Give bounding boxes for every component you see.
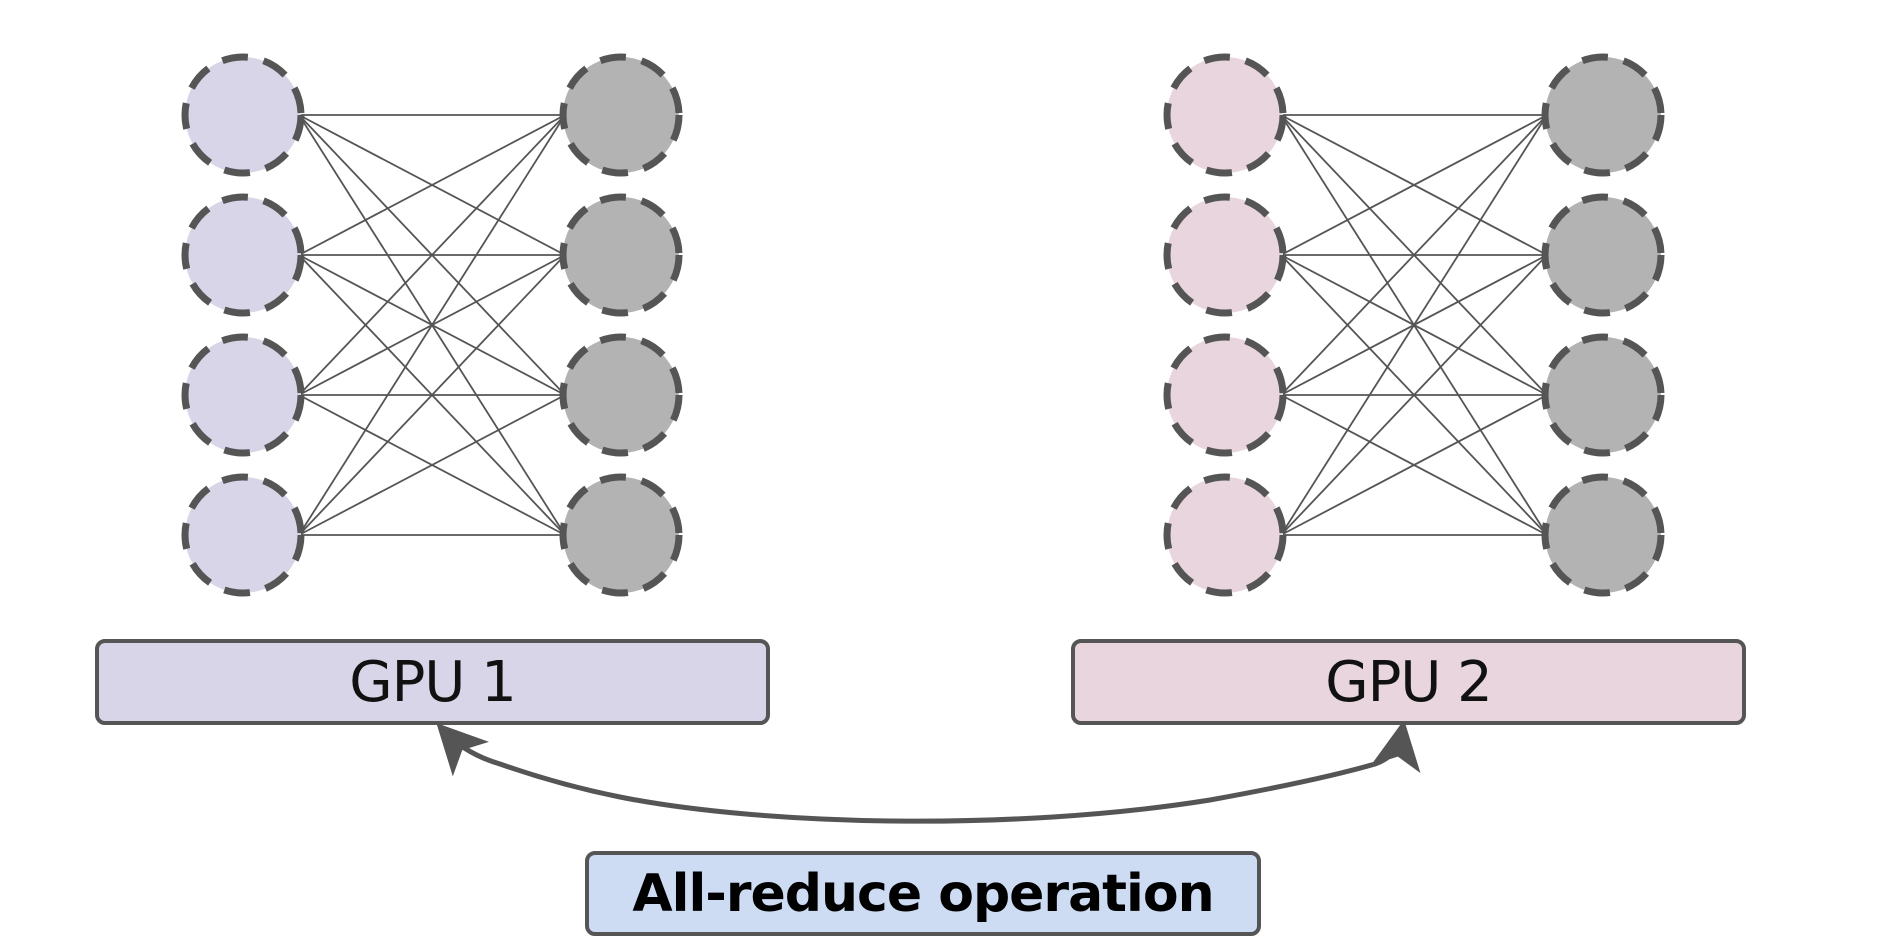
gpu2-output-node-2: [1541, 193, 1665, 317]
gpu1-output-node-2: [559, 193, 683, 317]
gpu1-output-node-1: [559, 53, 683, 177]
gpu1-output-node-4: [559, 473, 683, 597]
gpu1-box: GPU 1: [95, 639, 770, 725]
gpu2-box: GPU 2: [1071, 639, 1746, 725]
gpu2-edge-4-1: [1280, 114, 1548, 536]
gpu1-input-node-2: [181, 193, 305, 317]
all-reduce-operation-label: All-reduce operation: [632, 863, 1214, 924]
gpu1-edge-4-3: [298, 394, 566, 536]
gpu2-edge-4-2: [1280, 254, 1548, 536]
gpu2-output-node-3: [1541, 333, 1665, 457]
gpu2-input-node-2: [1163, 193, 1287, 317]
gpu1-edge-4-1: [298, 114, 566, 536]
gpu2-output-node-4: [1541, 473, 1665, 597]
gpu2-output-node-1: [1541, 53, 1665, 177]
all-reduce-operation-box: All-reduce operation: [585, 851, 1261, 936]
gpu1-edge-4-2: [298, 254, 566, 536]
gpu2-label: GPU 2: [1325, 649, 1493, 715]
gpu1-label: GPU 1: [349, 649, 517, 715]
gpu2-input-node-1: [1163, 53, 1287, 177]
gpu2-edge-2-1: [1280, 114, 1548, 256]
gpu2-edge-3-1: [1280, 114, 1548, 396]
gpu2-edge-4-3: [1280, 394, 1548, 536]
gpu1-input-node-3: [181, 333, 305, 457]
gpu1-input-node-4: [181, 473, 305, 597]
gpu1-network: [181, 53, 683, 597]
gpu1-edge-2-1: [298, 114, 566, 256]
gpu1-edge-3-1: [298, 114, 566, 396]
gpu2-input-node-3: [1163, 333, 1287, 457]
gpu1-output-node-3: [559, 333, 683, 457]
all-reduce-arrow: [436, 719, 1421, 824]
gpu2-network: [1163, 53, 1665, 597]
gpu2-input-node-4: [1163, 473, 1287, 597]
gpu1-input-node-1: [181, 53, 305, 177]
